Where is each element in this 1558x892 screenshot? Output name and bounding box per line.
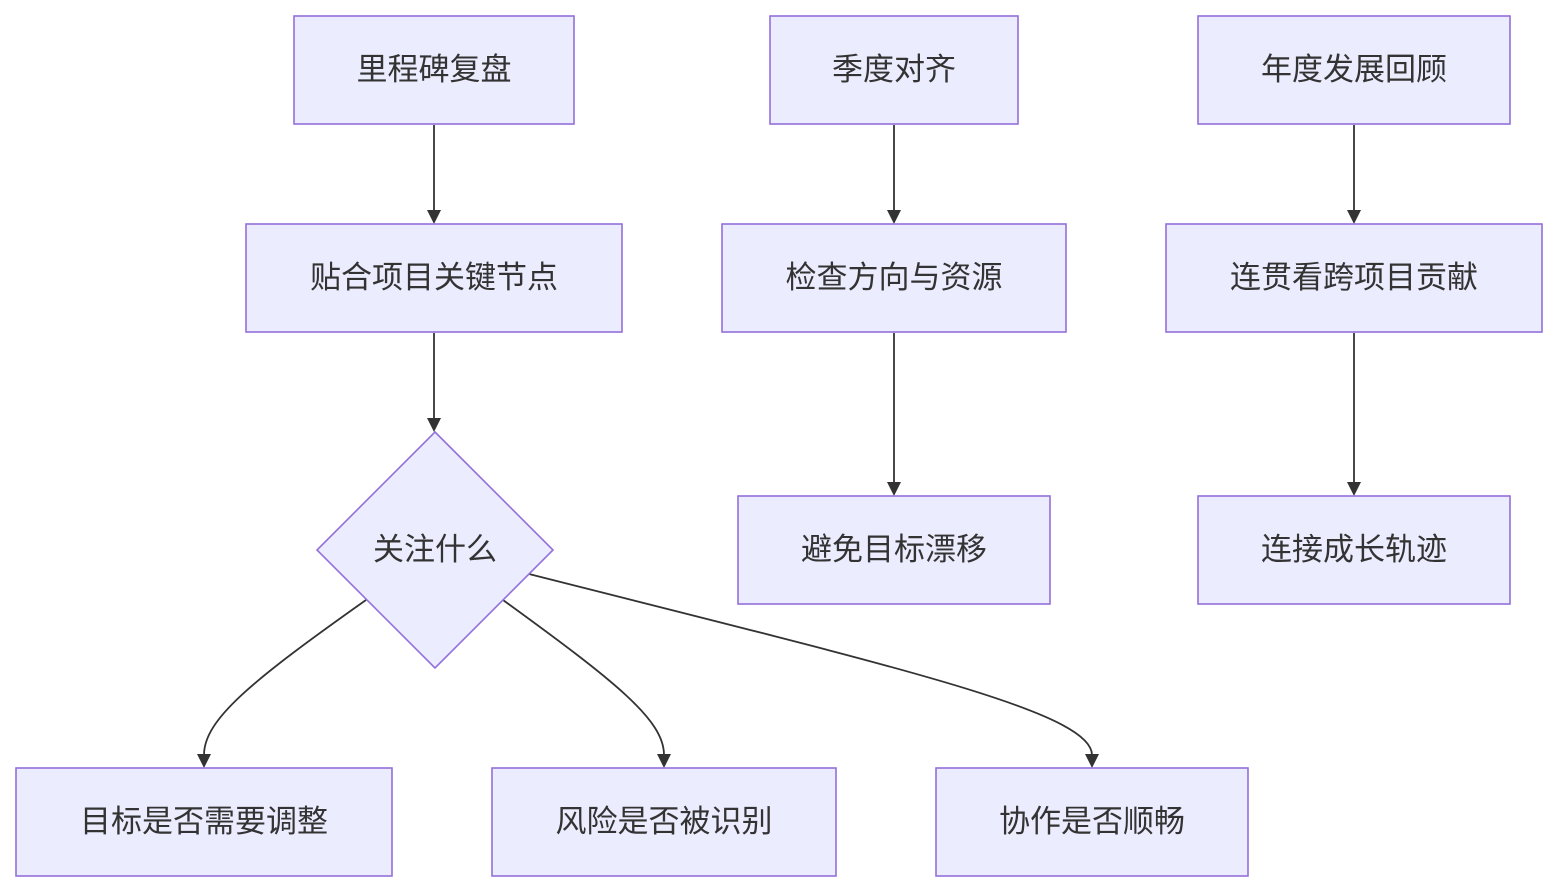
node-annual: 年度发展回顾 — [1197, 15, 1511, 125]
node-cross-project: 连贯看跨项目贡献 — [1165, 223, 1543, 333]
node-label: 连贯看跨项目贡献 — [1230, 260, 1478, 296]
node-label: 目标是否需要调整 — [80, 804, 328, 840]
arrowhead-icon — [887, 482, 901, 496]
arrowhead-icon — [1347, 482, 1361, 496]
node-label: 关注什么 — [373, 532, 497, 568]
edge-focus-to-goal-adjust — [203, 599, 367, 756]
arrowhead-icon — [1347, 210, 1361, 224]
arrowhead-icon — [657, 754, 671, 768]
arrowhead-icon — [197, 754, 211, 768]
node-avoid-drift: 避免目标漂移 — [737, 495, 1051, 605]
nodes: 里程碑复盘 贴合项目关键节点 关注什么 目标是否需要调整 风险是否被识别 协作是… — [15, 15, 1543, 877]
node-label: 连接成长轨迹 — [1261, 532, 1447, 568]
node-label: 检查方向与资源 — [786, 260, 1003, 296]
node-risk-identified: 风险是否被识别 — [491, 767, 837, 877]
edge-focus-to-risk-identified — [502, 599, 665, 756]
arrowhead-icon — [427, 418, 441, 432]
node-fit-key-nodes: 贴合项目关键节点 — [245, 223, 623, 333]
node-focus-decision: 关注什么 — [315, 430, 555, 670]
node-label: 协作是否顺畅 — [999, 804, 1185, 840]
node-label: 避免目标漂移 — [801, 532, 987, 568]
node-goal-adjust: 目标是否需要调整 — [15, 767, 393, 877]
node-label: 风险是否被识别 — [556, 804, 773, 840]
node-label: 里程碑复盘 — [357, 52, 512, 88]
arrowhead-icon — [1085, 754, 1099, 768]
node-milestone: 里程碑复盘 — [293, 15, 575, 125]
node-label: 季度对齐 — [832, 52, 956, 88]
edge-focus-to-collab-smooth — [528, 573, 1093, 756]
arrowhead-icon — [887, 210, 901, 224]
node-check-direction: 检查方向与资源 — [721, 223, 1067, 333]
node-label: 年度发展回顾 — [1261, 52, 1447, 88]
node-label: 贴合项目关键节点 — [310, 260, 558, 296]
node-growth-path: 连接成长轨迹 — [1197, 495, 1511, 605]
node-collab-smooth: 协作是否顺畅 — [935, 767, 1249, 877]
edges — [197, 125, 1361, 768]
node-quarterly: 季度对齐 — [769, 15, 1019, 125]
arrowhead-icon — [427, 210, 441, 224]
